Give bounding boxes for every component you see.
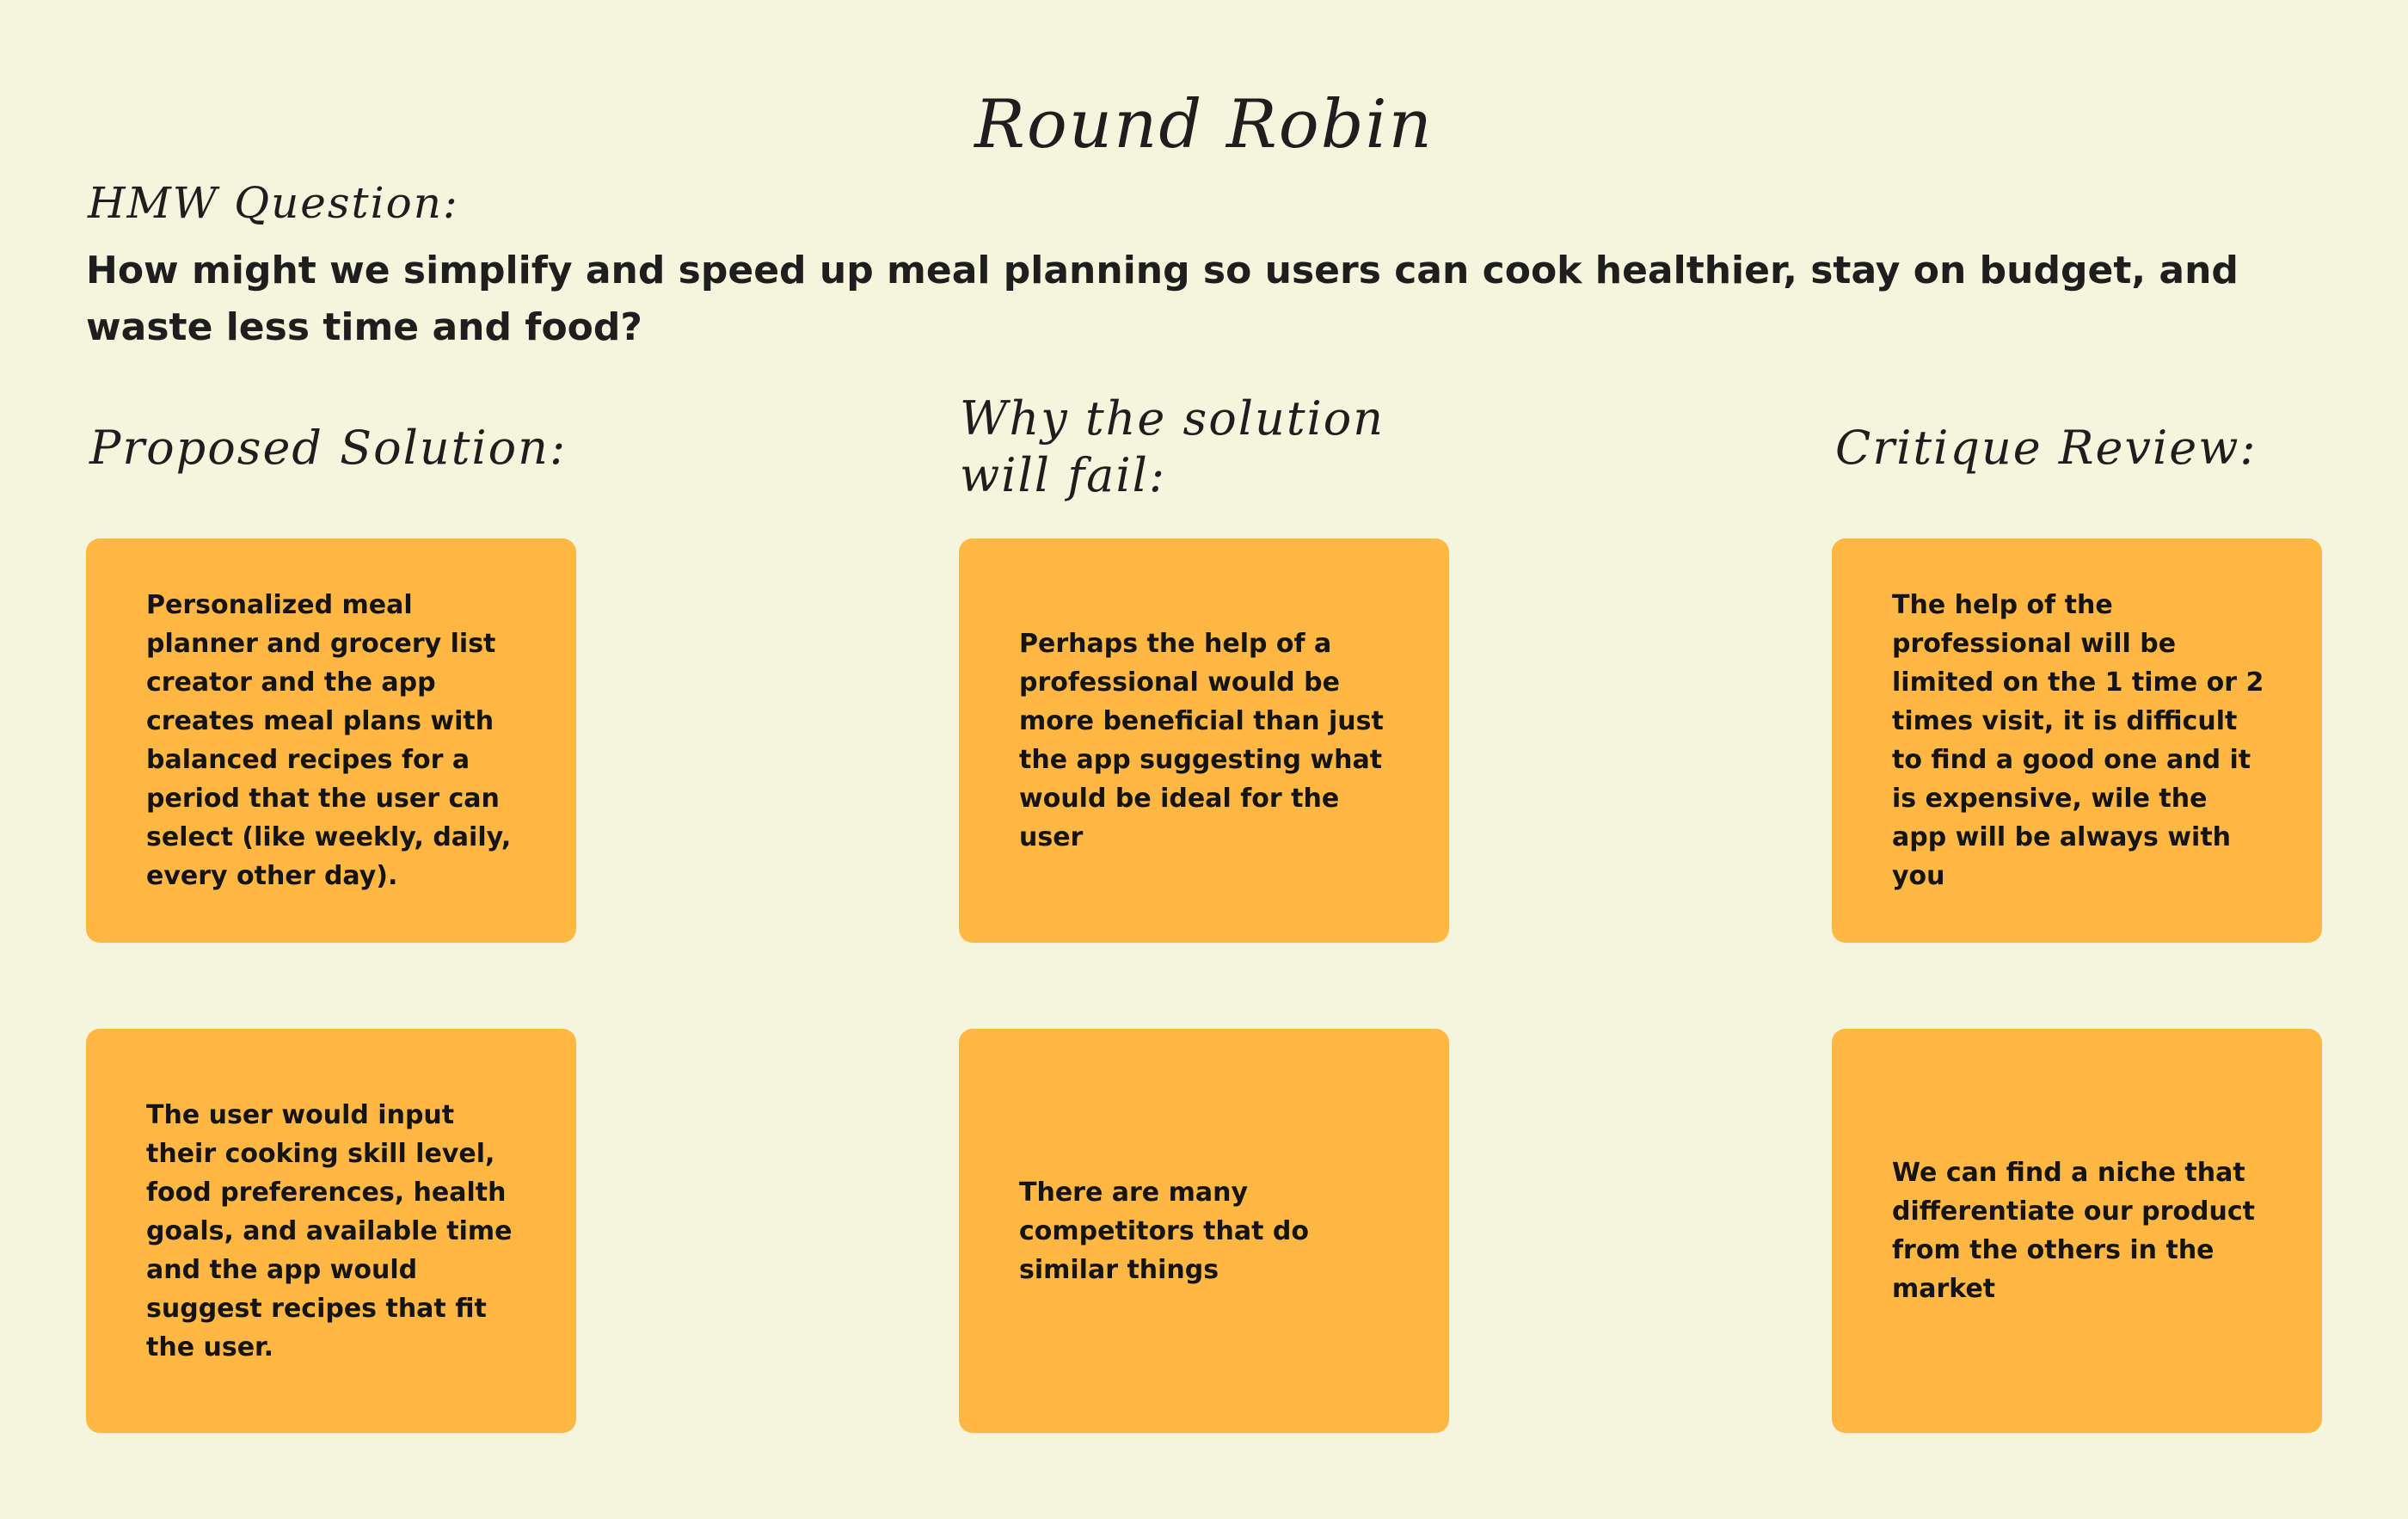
critique-review-heading: Critique Review: xyxy=(1835,421,2258,475)
page-title: Round Robin xyxy=(974,86,1434,163)
sticky-note-critique-2[interactable]: We can find a niche that differentiate o… xyxy=(1832,1029,2322,1433)
sticky-note-fail-1[interactable]: Perhaps the help of a professional would… xyxy=(959,538,1449,943)
sticky-note-text: Perhaps the help of a professional would… xyxy=(1019,629,1384,852)
sticky-note-text: There are many competitors that do simil… xyxy=(1019,1177,1309,1285)
hmw-label: HMW Question: xyxy=(88,178,459,228)
why-fail-heading: Why the solution will fail: xyxy=(960,391,1385,502)
sticky-note-text: The help of the professional will be lim… xyxy=(1892,590,2264,891)
sticky-note-text: Personalized meal planner and grocery li… xyxy=(146,590,512,891)
hmw-question: How might we simplify and speed up meal … xyxy=(86,249,2239,349)
sticky-note-text: We can find a niche that differentiate o… xyxy=(1892,1158,2255,1304)
sticky-note-proposed-2[interactable]: The user would input their cooking skill… xyxy=(86,1029,576,1433)
sticky-note-proposed-1[interactable]: Personalized meal planner and grocery li… xyxy=(86,538,576,943)
proposed-solution-heading: Proposed Solution: xyxy=(89,421,568,475)
sticky-note-fail-2[interactable]: There are many competitors that do simil… xyxy=(959,1029,1449,1433)
sticky-note-text: The user would input their cooking skill… xyxy=(146,1099,513,1362)
sticky-note-critique-1[interactable]: The help of the professional will be lim… xyxy=(1832,538,2322,943)
